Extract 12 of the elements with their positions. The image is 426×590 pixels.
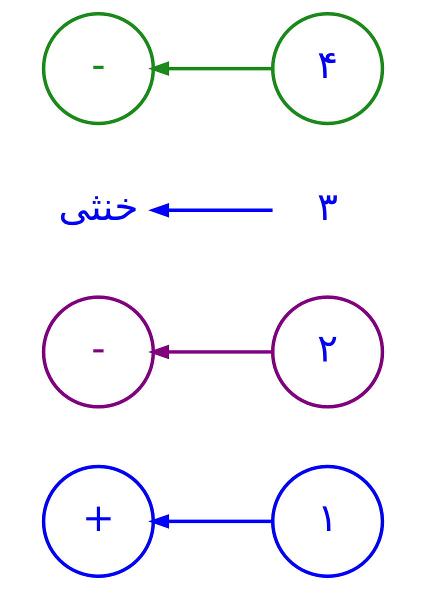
arrow [148,61,273,76]
node-circle: - [42,12,156,126]
node-circle: - [42,295,156,409]
node-circle: ۲ [270,295,384,409]
node-text: ۳ [317,184,338,230]
arrow [148,202,273,218]
node-circle: ۱ [270,464,384,578]
arrow [148,514,273,529]
node-circle: + [42,464,156,578]
node-circle: ۴ [270,12,384,126]
arrow [148,344,273,360]
node-text: خنثی [58,184,138,230]
